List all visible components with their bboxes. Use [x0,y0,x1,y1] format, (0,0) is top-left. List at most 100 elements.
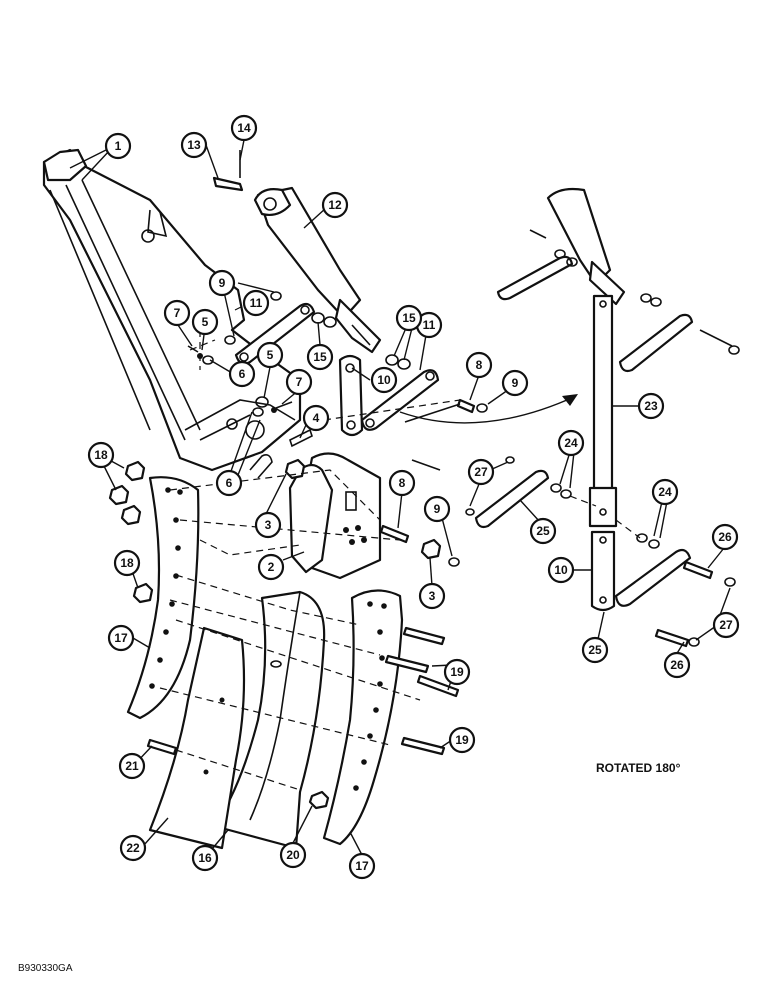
svg-text:2: 2 [268,560,275,574]
svg-text:7: 7 [174,306,181,320]
callout-4: 4 [302,404,330,432]
svg-text:10: 10 [377,373,391,387]
assembly-lines [159,299,461,791]
bolt-21-nut-20 [146,738,330,810]
shank-plate-left [126,476,200,720]
svg-text:7: 7 [296,375,303,389]
callout-25b: 25 [581,636,609,664]
svg-text:25: 25 [536,524,550,538]
callout-9b: 9 [501,369,529,397]
svg-text:9: 9 [219,276,226,290]
callout-24b: 24 [651,478,679,506]
svg-text:6: 6 [239,367,246,381]
svg-text:24: 24 [658,485,672,499]
callout-22: 22 [119,834,147,862]
callout-14: 14 [230,114,258,142]
callout-26b: 26 [663,651,691,679]
callout-10a: 10 [370,366,398,394]
hydraulic-cylinder [253,186,382,354]
link-11-right [360,369,440,431]
svg-text:15: 15 [402,311,416,325]
callout-10b: 10 [547,556,575,584]
callout-11a: 11 [242,289,270,317]
cylinder-pin-top [212,150,244,192]
callout-23: 23 [637,392,665,420]
svg-text:3: 3 [265,518,272,532]
drawing-code: B930330GA [18,963,73,974]
pins-8 [224,291,488,567]
callout-25a: 25 [529,517,557,545]
callout-18b: 18 [113,549,141,577]
callout-11b: 11 [415,311,443,339]
svg-text:5: 5 [202,315,209,329]
callout-26a: 26 [711,523,739,551]
svg-text:1: 1 [115,139,122,153]
svg-text:8: 8 [399,476,406,490]
callout-9a: 9 [208,269,236,297]
nuts-18 [108,460,154,604]
svg-text:6: 6 [226,476,233,490]
svg-text:22: 22 [126,841,140,855]
callout-7b: 7 [285,368,313,396]
callout-7a: 7 [163,299,191,327]
svg-text:4: 4 [313,411,320,425]
callout-5b: 5 [256,341,284,369]
svg-text:3: 3 [429,589,436,603]
svg-text:15: 15 [313,350,327,364]
callout-1: 1 [104,132,132,160]
svg-text:14: 14 [237,121,251,135]
washers-15 [311,312,411,370]
hardware-small [187,345,313,479]
svg-text:12: 12 [328,198,342,212]
callout-21: 21 [118,752,146,780]
rotated-view [465,187,740,648]
rotated-note: ROTATED 180° [596,761,681,775]
svg-text:5: 5 [267,348,274,362]
view-arrow [399,394,578,424]
shank-plate-right [322,589,404,846]
callout-5a: 5 [191,308,219,336]
svg-text:18: 18 [120,556,134,570]
callout-15b: 15 [306,343,334,371]
callout-24a: 24 [557,429,585,457]
callout-9c: 9 [423,495,451,523]
svg-text:24: 24 [564,436,578,450]
callout-8a: 8 [465,351,493,379]
svg-text:23: 23 [644,399,658,413]
callout-27a: 27 [467,458,495,486]
callout-19a: 19 [443,658,471,686]
svg-text:9: 9 [434,502,441,516]
callout-3b: 3 [418,582,446,610]
link-10-middle [338,354,364,437]
svg-text:20: 20 [286,848,300,862]
callout-8b: 8 [388,469,416,497]
svg-text:10: 10 [554,563,568,577]
svg-text:27: 27 [474,465,488,479]
svg-text:17: 17 [114,631,128,645]
svg-text:17: 17 [355,859,369,873]
callout-17a: 17 [107,624,135,652]
callout-18a: 18 [87,441,115,469]
svg-text:19: 19 [455,733,469,747]
callout-2: 2 [257,553,285,581]
svg-text:11: 11 [250,296,263,310]
svg-text:19: 19 [450,665,464,679]
wear-plate [148,626,246,850]
nuts-3 [284,458,442,560]
svg-text:8: 8 [476,358,483,372]
svg-text:9: 9 [512,376,519,390]
bolts-19 [384,626,460,756]
callout-13: 13 [180,131,208,159]
svg-text:16: 16 [198,851,212,865]
svg-text:25: 25 [588,643,602,657]
callout-3a: 3 [254,511,282,539]
callout-6a: 6 [228,360,256,388]
svg-text:13: 13 [187,138,201,152]
svg-text:26: 26 [670,658,684,672]
callout-17b: 17 [348,852,376,880]
callout-27b: 27 [712,611,740,639]
callout-12: 12 [321,191,349,219]
svg-text:11: 11 [423,318,436,332]
svg-text:26: 26 [718,530,732,544]
